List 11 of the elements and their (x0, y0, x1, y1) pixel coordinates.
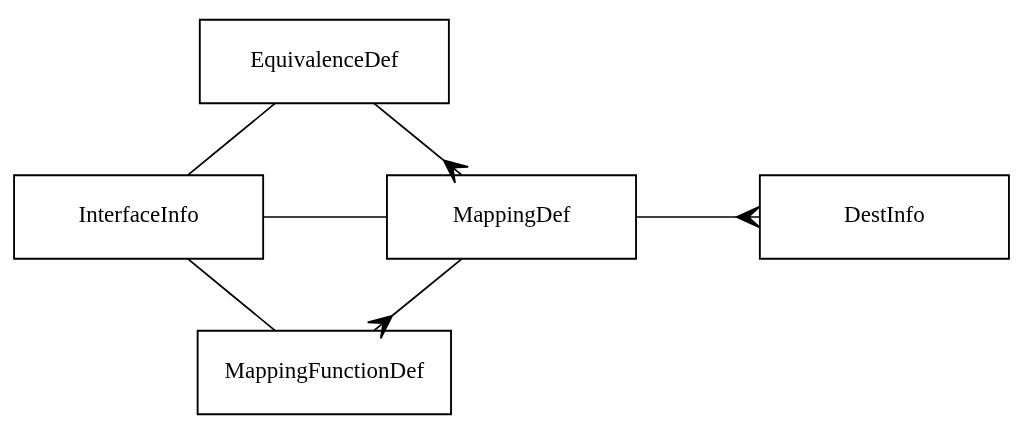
connector (262, 216, 388, 218)
node-box: MappingFunctionDef (196, 329, 452, 416)
node-box: MappingDef (386, 174, 637, 260)
connector (187, 258, 276, 332)
node-box: DestInfo (758, 174, 1010, 260)
node-box: EquivalenceDef (198, 18, 450, 105)
connector (187, 102, 276, 176)
connector (373, 102, 469, 184)
node-box: InterfaceInfo (13, 174, 265, 260)
connector (366, 258, 463, 340)
connector (635, 205, 761, 229)
